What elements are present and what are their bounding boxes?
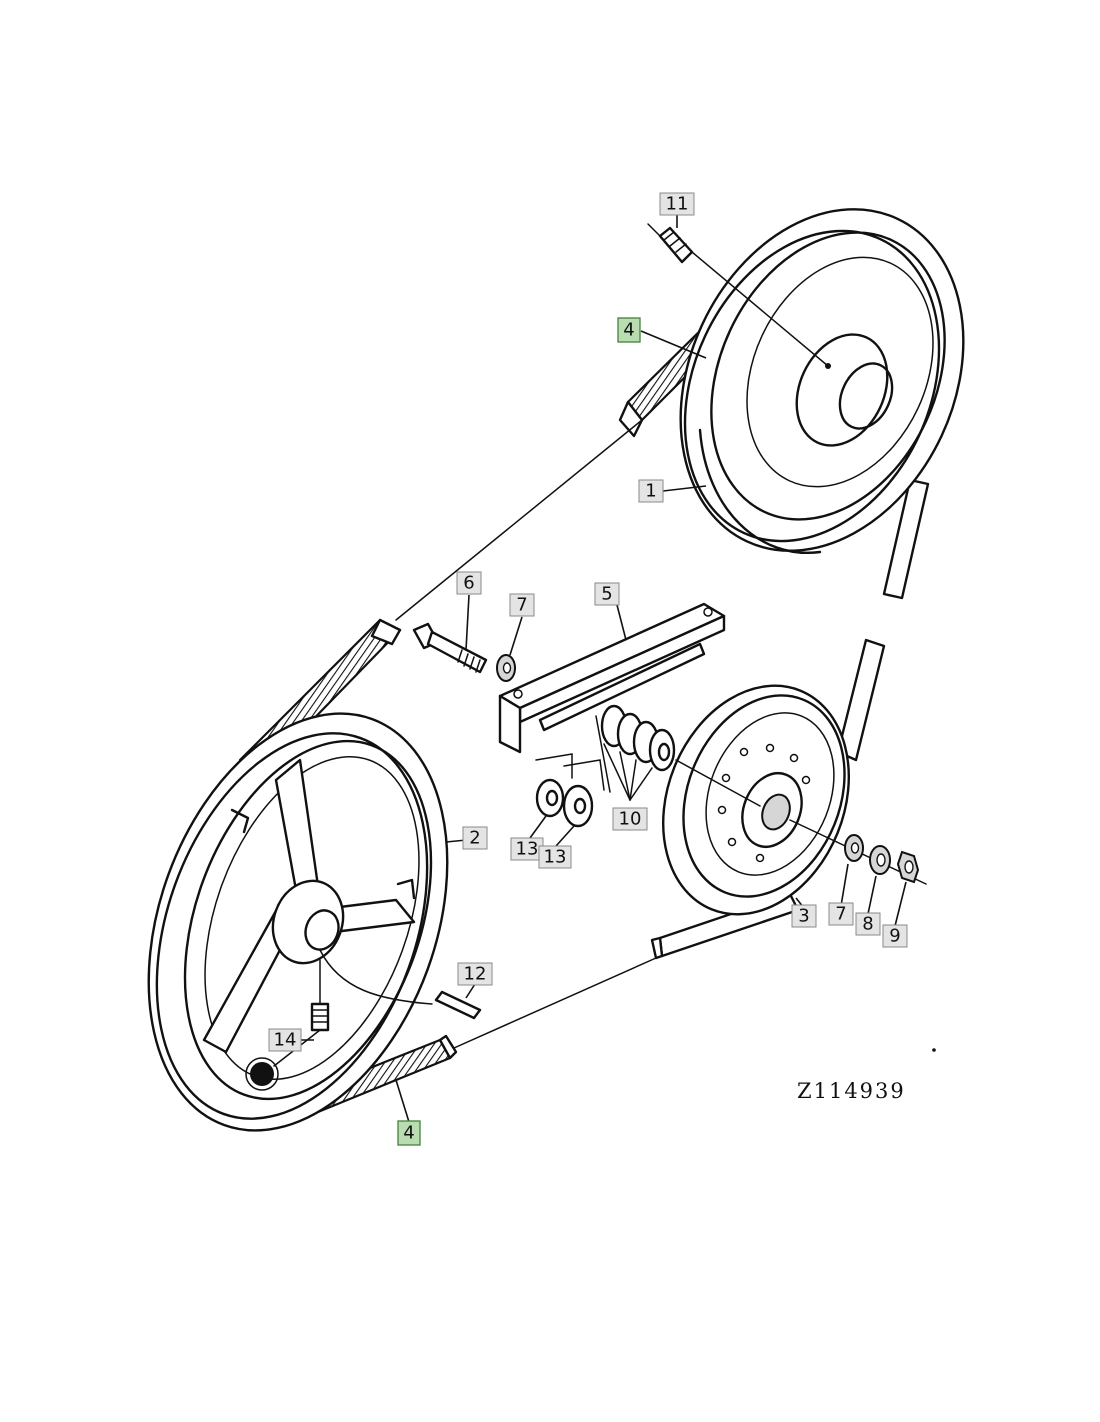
- svg-text:1: 1: [645, 481, 656, 502]
- callout-14: 14: [268, 1028, 302, 1052]
- idler-bracket-5: [498, 602, 726, 754]
- svg-text:13: 13: [544, 847, 567, 868]
- callout-12: 12: [457, 962, 493, 986]
- svg-text:11: 11: [666, 194, 689, 215]
- drawing-number: Z114939: [797, 1079, 906, 1103]
- svg-text:9: 9: [889, 926, 900, 947]
- svg-text:4: 4: [623, 320, 634, 341]
- set-screw-14: [273, 959, 330, 1067]
- callout-13-left: 13: [510, 837, 544, 861]
- spoked-driven-pulley: [147, 712, 449, 1132]
- lock-washer-8: [869, 845, 891, 875]
- svg-text:10: 10: [619, 809, 642, 830]
- callout-13-right: 13: [538, 845, 572, 869]
- callout-3: 3: [791, 904, 817, 928]
- svg-text:8: 8: [862, 914, 873, 935]
- callout-1: 1: [638, 479, 664, 503]
- callout-7-lower: 7: [828, 902, 854, 926]
- idler-pulley: [662, 684, 927, 916]
- callout-11: 11: [659, 192, 695, 216]
- svg-text:7: 7: [835, 904, 846, 925]
- large-drive-pulley: [679, 208, 965, 555]
- callout-8: 8: [855, 912, 881, 936]
- callout-4-upper: 4: [617, 317, 641, 343]
- nut-9: [896, 850, 920, 884]
- svg-text:7: 7: [516, 595, 527, 616]
- svg-text:3: 3: [798, 906, 809, 927]
- callout-10: 10: [612, 807, 648, 831]
- callout-2: 2: [462, 826, 488, 850]
- bolt-6: [412, 622, 488, 674]
- svg-text:2: 2: [469, 828, 480, 849]
- washer-7-upper: [496, 654, 516, 682]
- washer-7-lower: [844, 834, 864, 862]
- callout-4-lower: 4: [397, 1120, 421, 1146]
- spacers-10: [595, 704, 676, 801]
- callout-6: 6: [456, 571, 482, 595]
- callout-7-upper: 7: [509, 593, 535, 617]
- svg-text:12: 12: [464, 964, 487, 985]
- svg-text:4: 4: [403, 1123, 414, 1144]
- svg-text:5: 5: [601, 584, 612, 605]
- key-12: [434, 990, 482, 1020]
- svg-text:13: 13: [516, 839, 539, 860]
- set-screw-11: [647, 223, 829, 367]
- callout-5: 5: [594, 582, 620, 606]
- svg-text:14: 14: [274, 1030, 297, 1051]
- washers-13: [535, 753, 605, 828]
- callout-9: 9: [882, 924, 908, 948]
- callout-layer: 1 2 3 4 4 5 6 7 7 8 9 10 11 12 13 13 14: [268, 192, 908, 1146]
- svg-text:6: 6: [463, 573, 474, 594]
